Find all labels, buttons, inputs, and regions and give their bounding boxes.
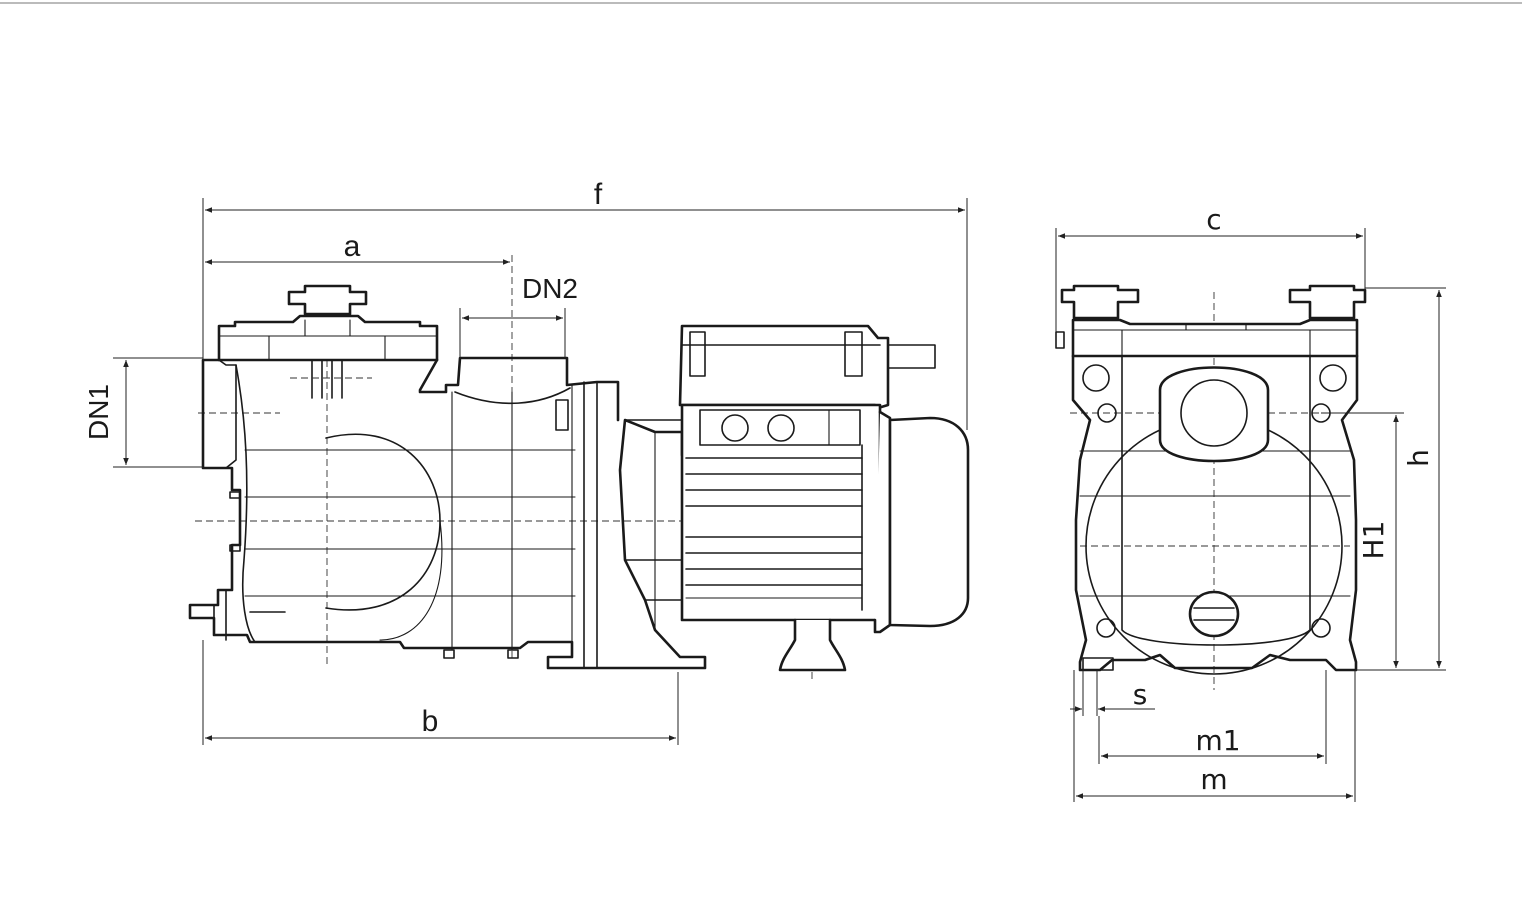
- front-body-outline: [1071, 354, 1359, 672]
- adapter-bracket: [624, 419, 683, 601]
- front-drain-plug: [1188, 590, 1240, 638]
- front-outlet-port: [1158, 366, 1270, 463]
- dim-s-label: s: [1133, 678, 1148, 711]
- inlet-port-inner: [218, 359, 237, 469]
- drain-plug: [213, 589, 286, 641]
- foot-pin-1: [443, 649, 455, 659]
- motor-foot: [778, 618, 847, 672]
- front-outlet-bore: [1180, 379, 1248, 447]
- capacitor-1: [721, 414, 749, 442]
- dim-h1-label: H1: [1357, 521, 1390, 560]
- motor-end-bell: [873, 410, 892, 634]
- front-bolt-ml: [1097, 403, 1117, 423]
- front-drain-slot: [1193, 607, 1235, 621]
- lid-studs: [311, 359, 343, 399]
- dim-m-label: m: [1200, 763, 1227, 796]
- foot-pin-2: [507, 649, 519, 659]
- dim-m1-label: m1: [1195, 724, 1240, 757]
- boss-2: [229, 544, 241, 552]
- dim-h-label: h: [1402, 449, 1435, 467]
- outlet-clip: [555, 399, 569, 431]
- boss-1: [229, 491, 241, 499]
- front-bolt-bl: [1096, 618, 1116, 638]
- front-bolt-tr: [1319, 364, 1347, 392]
- basket-lower-curve: [379, 520, 443, 641]
- front-bolt-tl: [1082, 364, 1110, 392]
- fan-cover: [888, 416, 970, 628]
- front-view-dimensions: c h H1 s m1 m: [1055, 203, 1446, 802]
- front-side-clip: [1055, 331, 1065, 349]
- front-knob-right: [1288, 284, 1367, 320]
- dim-f-label: f: [594, 178, 603, 211]
- pump-body-outline: [188, 358, 707, 670]
- terminal-box: [678, 324, 890, 410]
- front-volute: [1121, 355, 1311, 646]
- terminal-box-screws: [689, 331, 863, 377]
- dim-b-label: b: [422, 705, 439, 738]
- volute-top: [418, 356, 620, 422]
- dim-dn2-label: DN2: [522, 273, 578, 304]
- front-bolt-br: [1311, 618, 1331, 638]
- front-foot-slot: [1082, 657, 1114, 671]
- front-knob-left: [1060, 284, 1140, 320]
- capacitor-2: [767, 414, 795, 442]
- volute-curve: [454, 387, 571, 405]
- coupling-flange: [583, 381, 598, 669]
- cable-gland: [887, 344, 936, 369]
- motor-label-plate: [699, 409, 861, 446]
- strainer-rear-curve: [235, 364, 256, 643]
- side-view-dimensions: f a DN2 DN1 b: [83, 178, 968, 745]
- front-lid-ribs: [1121, 323, 1311, 357]
- front-view: [1055, 284, 1400, 690]
- basket-curve: [325, 433, 441, 611]
- dim-c-label: c: [1206, 203, 1221, 236]
- side-view: [188, 255, 970, 680]
- dim-a-label: a: [344, 230, 361, 263]
- motor-housing: [680, 403, 882, 622]
- dim-dn1-label: DN1: [83, 384, 114, 440]
- front-lid-band: [1071, 318, 1359, 358]
- strainer-lid: [217, 314, 439, 362]
- lid-knob: [287, 284, 368, 316]
